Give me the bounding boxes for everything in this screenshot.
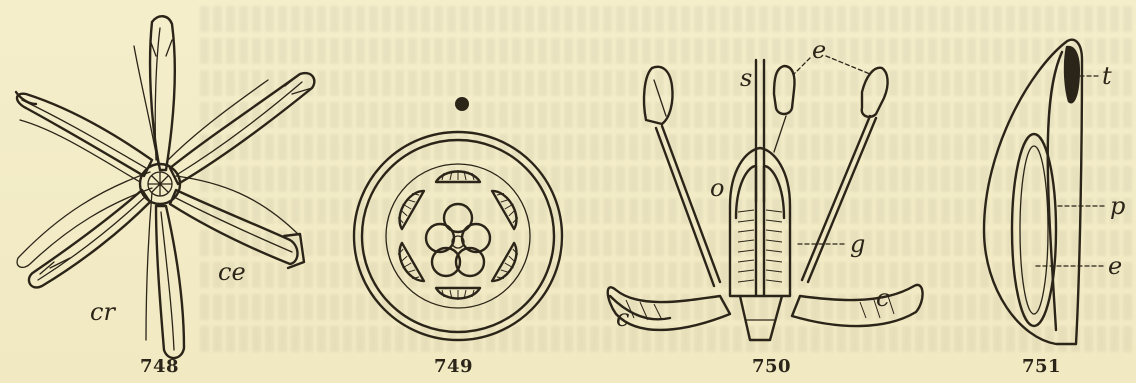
diagram-749-ovary: [426, 204, 490, 276]
flower-750-pistil: [730, 60, 790, 296]
figure-750-flower-section: s e o g c c: [570, 0, 970, 383]
label-s: s: [740, 64, 752, 92]
figure-number-750: 750: [752, 356, 791, 377]
label-c-left: c: [616, 304, 629, 332]
label-c-right: c: [876, 284, 889, 312]
label-t: t: [1102, 62, 1112, 90]
anther-751-pointer-lines: [1036, 76, 1104, 266]
axis-dot: [455, 97, 469, 111]
figure-748-star-flower: cr ce: [0, 0, 330, 383]
figure-751-anther-section: t p e: [970, 0, 1136, 383]
figure-749-floral-diagram: [330, 0, 570, 383]
anther-751-outline: [984, 40, 1082, 344]
flower-748-petals: [16, 16, 314, 358]
label-g: g: [850, 230, 865, 258]
label-p: p: [1110, 192, 1125, 220]
figure-number-749: 749: [434, 356, 473, 377]
label-cr: cr: [90, 298, 116, 326]
figure-number-751: 751: [1022, 356, 1061, 377]
diagram-749-anthers: [392, 170, 525, 300]
label-e-751: e: [1108, 252, 1122, 280]
flower-750-stamen-left: [644, 67, 720, 286]
figure-number-748: 748: [140, 356, 179, 377]
label-e: e: [812, 36, 826, 64]
flower-750-pointer-lines: [794, 56, 870, 244]
label-ce: ce: [218, 258, 246, 286]
label-o: o: [710, 174, 724, 202]
